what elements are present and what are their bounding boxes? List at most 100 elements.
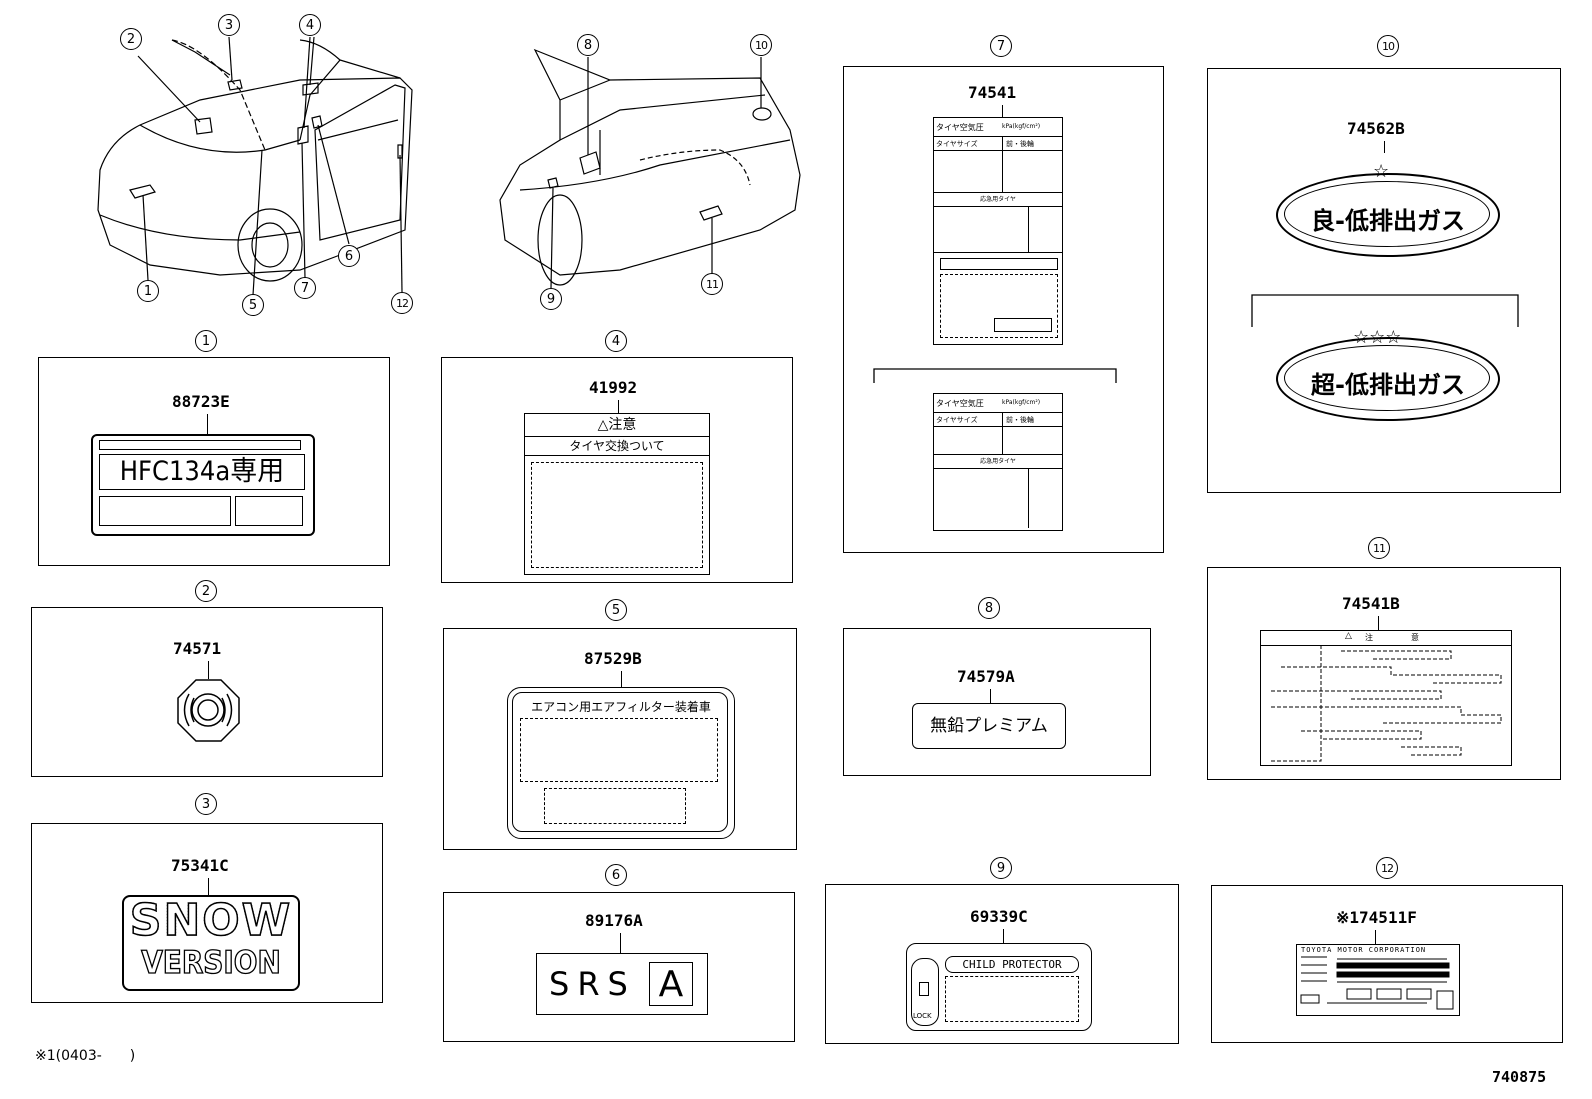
lock-switch bbox=[911, 958, 939, 1026]
part-number: 88723E bbox=[172, 392, 230, 411]
caution-char-1: 注 bbox=[1365, 633, 1373, 642]
leader-line bbox=[208, 661, 209, 679]
part-number: 87529B bbox=[584, 649, 642, 668]
tire-size-text: タイヤサイズ bbox=[936, 140, 978, 148]
srs-a-box: A bbox=[649, 962, 693, 1006]
leader-line bbox=[621, 671, 622, 687]
callout-3: 3 bbox=[218, 14, 240, 36]
front-rear-text: 前・後輪 bbox=[1006, 140, 1034, 148]
hfc-text: HFC134a専用 bbox=[99, 454, 305, 490]
child-protector-label: CHILD PROTECTOR LOCK bbox=[906, 943, 1092, 1031]
panel-10: 74562B ☆ 良-低排出ガス ☆☆☆ 超-低排出ガス bbox=[1207, 68, 1561, 493]
divider bbox=[934, 468, 1062, 469]
front-rear-text: 前・後輪 bbox=[1006, 416, 1034, 424]
snow-text: SNOW bbox=[124, 896, 298, 946]
divider bbox=[1028, 206, 1029, 252]
panel-6: 89176A SRS A bbox=[443, 892, 795, 1042]
panel-5: 87529B エアコン用エアフィルター装着車 bbox=[443, 628, 797, 850]
lock-knob bbox=[919, 982, 929, 996]
panel-1-number: 1 bbox=[195, 330, 217, 352]
divider bbox=[934, 454, 1062, 455]
panel-9-number: 9 bbox=[990, 857, 1012, 879]
panel-1: 88723E HFC134a専用 bbox=[38, 357, 390, 566]
panel-11: 74541B △ 注 意 bbox=[1207, 567, 1561, 780]
caution-header: △注意 bbox=[525, 414, 709, 437]
leader-line bbox=[1375, 930, 1376, 944]
spare-tire-text: 応急用タイヤ bbox=[980, 196, 1016, 203]
leader-line bbox=[618, 400, 619, 413]
part-number: 74571 bbox=[173, 639, 222, 658]
brake-icon bbox=[177, 679, 240, 742]
lower-strip bbox=[940, 258, 1058, 270]
id-plate-rows bbox=[1300, 956, 1454, 1010]
divider bbox=[934, 412, 1062, 413]
snow-version-label: SNOW VERSION bbox=[122, 895, 300, 991]
lock-text: LOCK bbox=[913, 1012, 932, 1020]
divider bbox=[1028, 468, 1029, 528]
caution-label-large: △ 注 意 bbox=[1260, 630, 1512, 766]
srs-label: SRS A bbox=[536, 953, 708, 1015]
panel-8: 74579A 無鉛プレミアム bbox=[843, 628, 1151, 776]
callout-7: 7 bbox=[294, 277, 316, 299]
tire-pressure-label-upper: タイヤ空気圧 kPa(kgf/cm²) タイヤサイズ 前・後輪 応急用タイヤ bbox=[933, 117, 1063, 345]
panel-10-number: 10 bbox=[1377, 35, 1399, 57]
callout-6: 6 bbox=[338, 245, 360, 267]
panel-3-number: 3 bbox=[195, 793, 217, 815]
hfc-label: HFC134a専用 bbox=[91, 434, 315, 536]
panel-9: 69339C CHILD PROTECTOR LOCK bbox=[825, 884, 1179, 1044]
divider bbox=[934, 192, 1062, 193]
rear-car-drawing bbox=[499, 48, 801, 289]
part-number: 69339C bbox=[970, 907, 1028, 926]
leader-line bbox=[620, 933, 621, 953]
maker-text: TOYOTA MOTOR CORPORATION bbox=[1301, 946, 1427, 954]
caution-text-area bbox=[531, 462, 703, 568]
callout-12: 12 bbox=[391, 292, 413, 314]
callout-5: 5 bbox=[242, 294, 264, 316]
panel-12: ※174511F TOYOTA MOTOR CORPORATION bbox=[1211, 885, 1563, 1043]
footnote: ※1(0403- ) bbox=[35, 1048, 136, 1064]
leader-line bbox=[1003, 929, 1004, 943]
alternative-bracket bbox=[873, 368, 1117, 383]
divider bbox=[934, 206, 1062, 207]
child-protector-text: CHILD PROTECTOR bbox=[945, 956, 1079, 973]
part-number: 74562B bbox=[1347, 119, 1405, 138]
alternative-bracket bbox=[1251, 294, 1519, 327]
part-number: 74541 bbox=[968, 83, 1017, 102]
divider bbox=[934, 252, 1062, 253]
divider bbox=[934, 150, 1062, 151]
callout-1: 1 bbox=[137, 280, 159, 302]
part-number: ※174511F bbox=[1336, 908, 1417, 927]
panel-6-number: 6 bbox=[605, 864, 627, 886]
child-protector-text-area bbox=[945, 976, 1079, 1022]
badge-inner-ring bbox=[1284, 181, 1490, 247]
leader-line bbox=[990, 689, 991, 703]
caution-header-bar bbox=[1261, 631, 1511, 646]
panel-4: 41992 △注意 タイヤ交換ついて bbox=[441, 357, 793, 583]
panel-3: 75341C SNOW VERSION bbox=[31, 823, 383, 1003]
tire-pressure-label-lower: タイヤ空気圧 kPa(kgf/cm²) タイヤサイズ 前・後輪 応急用タイヤ bbox=[933, 393, 1063, 531]
label-strip bbox=[99, 440, 301, 450]
diagram-id: 740875 bbox=[1492, 1068, 1547, 1086]
panel-2: 74571 bbox=[31, 607, 383, 777]
lower-text-area bbox=[940, 274, 1058, 338]
divider bbox=[1002, 412, 1003, 454]
low-emission-text: 良-低排出ガス bbox=[1311, 207, 1465, 235]
panel-8-number: 8 bbox=[978, 597, 1000, 619]
unleaded-premium-label: 無鉛プレミアム bbox=[912, 703, 1066, 749]
air-filter-lower-area bbox=[544, 788, 686, 824]
callout-11: 11 bbox=[701, 273, 723, 295]
callout-2: 2 bbox=[120, 28, 142, 50]
leader-line bbox=[207, 414, 208, 434]
tire-pressure-text: タイヤ空気圧 bbox=[936, 123, 984, 132]
pressure-unit-text: kPa(kgf/cm²) bbox=[1002, 399, 1041, 406]
part-number: 74579A bbox=[957, 667, 1015, 686]
callout-4: 4 bbox=[299, 14, 321, 36]
super-low-emission-badge: 超-低排出ガス bbox=[1276, 337, 1500, 421]
panel-2-number: 2 bbox=[195, 580, 217, 602]
low-emission-badge: 良-低排出ガス bbox=[1276, 173, 1500, 257]
air-filter-inner-border bbox=[512, 692, 728, 832]
panel-4-number: 4 bbox=[605, 330, 627, 352]
super-low-emission-text: 超-低排出ガス bbox=[1311, 371, 1465, 399]
part-number: 41992 bbox=[589, 378, 638, 397]
